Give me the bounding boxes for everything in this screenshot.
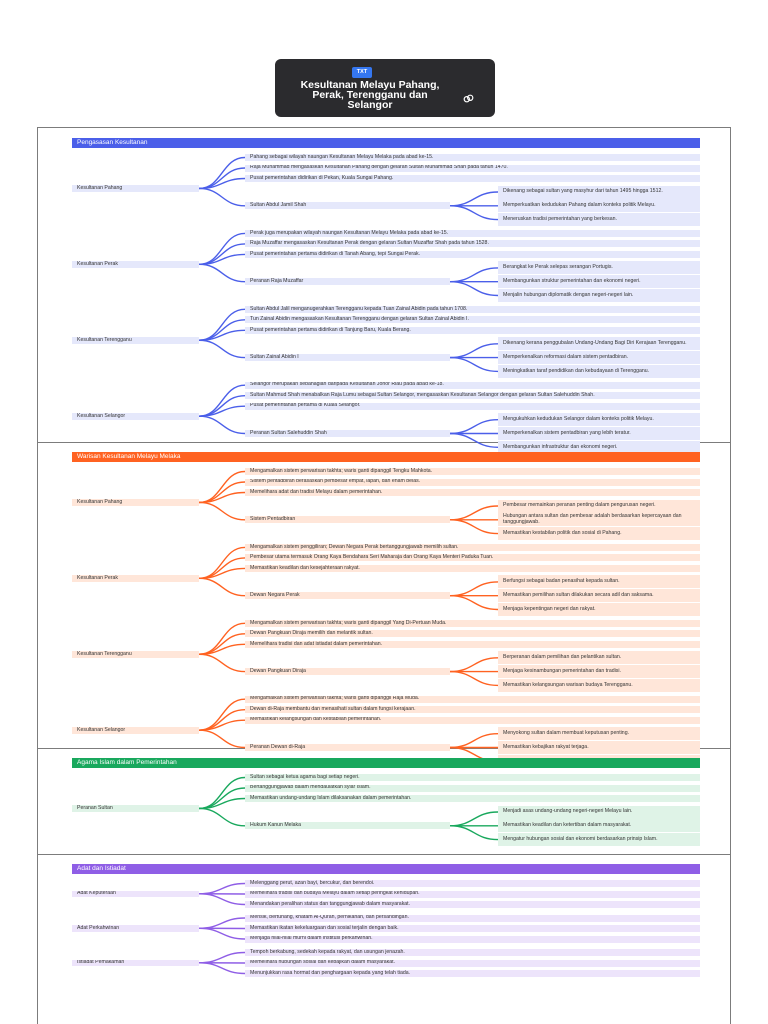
mindmap-item: Memelihara adat dan tradisi Melayu dalam…	[245, 489, 700, 496]
file-type-badge: TXT	[352, 67, 372, 78]
mindmap-leaf: Memastikan keadilan dan ketertiban dalam…	[498, 819, 700, 833]
mindmap-leaf: Berfungsi sebagai badan penasihat kepada…	[498, 575, 700, 589]
mindmap-item: Menunjukkan rasa hormat dan penghargaan …	[245, 970, 700, 977]
mindmap-frame	[37, 127, 731, 1024]
mindmap-item: Sultan sebagai ketua agama bagi setiap n…	[245, 774, 700, 781]
mindmap-leaf: Memastikan pemilihan sultan dilakukan se…	[498, 589, 700, 603]
mindmap-item: Mengamalkan sistem perwarisan takhta; wa…	[245, 619, 700, 627]
mindmap-group: Kesultanan Perak	[72, 261, 199, 268]
mindmap-leaf: Menjalin hubungan diplomatik dengan nege…	[498, 289, 700, 302]
mindmap-item: Menjaga nilai-nilai murni dalam institus…	[245, 935, 700, 943]
mindmap-item: Dewan di-Raja membantu dan menasihati su…	[245, 706, 700, 714]
section-header-warisan: Warisan Kesultanan Melayu Melaka	[72, 452, 700, 462]
mindmap-subtopic: Dewan Negara Perak	[245, 592, 450, 600]
mindmap-leaf: Dikenang sebagai sultan yang masyhur dar…	[498, 185, 700, 199]
mindmap-leaf: Meningkatkan taraf pendidikan dan kebuda…	[498, 364, 700, 378]
document-title: Kesultanan Melayu Pahang, Perak, Terengg…	[300, 79, 440, 111]
mindmap-subtopic: Peranan Sultan Salehuddin Shah	[245, 430, 450, 437]
mindmap-subtopic: Sultan Zainal Abidin I	[245, 354, 450, 362]
mindmap-leaf: Memperkenalkan reformasi dalam sistem pe…	[498, 351, 700, 365]
mindmap-leaf: Meneruskan tradisi pemerintahan yang ber…	[498, 213, 700, 227]
mindmap-item: Memastikan undang-undang Islam dilaksana…	[245, 795, 700, 802]
mindmap-item: Pusat pemerintahan pertama didirikan di …	[245, 326, 700, 334]
mindmap-leaf: Memastikan kestabilan politik dan sosial…	[498, 527, 700, 541]
mindmap-item: Memastikan ikatan kekeluargaan dan sosia…	[245, 925, 700, 932]
mindmap-leaf: Mengukuhkan kedudukan Selangor dalam kon…	[498, 413, 700, 427]
mindmap-group: Kesultanan Pahang	[72, 499, 199, 506]
section-header-agama: Agama Islam dalam Pemerintahan	[72, 758, 700, 768]
section-divider	[37, 854, 731, 855]
mindmap-item: Pusat pemerintahan didirikan di Pekan, K…	[245, 175, 700, 182]
mindmap-leaf: Menjaga kepentingan negeri dan rakyat.	[498, 603, 700, 616]
mindmap-item: Raja Muzaffar mengasaskan Kesultanan Per…	[245, 240, 700, 248]
mindmap-subtopic: Peranan Dewan di-Raja	[245, 744, 450, 751]
mindmap-group: Kesultanan Terengganu	[72, 651, 199, 658]
mindmap-item: Pahang sebagai wilayah naungan Kesultana…	[245, 154, 700, 161]
mindmap-item: Memelihara hubungan sosial dan kebajikan…	[245, 959, 700, 967]
mindmap-group: Istiadat Pemakaman	[72, 959, 199, 967]
mindmap-group: Kesultanan Selangor	[72, 413, 199, 420]
mindmap-subtopic: Hukum Kanun Melaka	[245, 822, 450, 830]
mindmap-item: Memelihara tradisi dan adat istiadat dal…	[245, 640, 700, 648]
section-divider	[37, 442, 731, 443]
mindmap-item: Sultan Abdul Jalil menganugerahkan Teren…	[245, 305, 700, 313]
mindmap-leaf: Hubungan antara sultan dan pembesar adal…	[498, 513, 700, 527]
mindmap-item: Pusat pemerintahan pertama di Kuala Sela…	[245, 402, 700, 410]
link-icon[interactable]	[463, 93, 474, 104]
mindmap-item: Memelihara tradisi dan budaya Melayu dal…	[245, 890, 700, 898]
mindmap-leaf: Mengatur hubungan sosial dan ekonomi ber…	[498, 833, 700, 847]
mindmap-item: Memastikan kelangsungan dan kestabilan p…	[245, 716, 700, 724]
mindmap-leaf: Dikenang kerana penggubalan Undang-Undan…	[498, 337, 700, 351]
section-header-pengasasan: Pengasasan Kesultanan	[72, 138, 700, 148]
mindmap-item: Memastikan keadilan dan kesejahteraan ra…	[245, 564, 700, 572]
mindmap-subtopic: Sultan Abdul Jamil Shah	[245, 202, 450, 210]
mindmap-item: Tun Zainal Abidin mengasaskan Kesultanan…	[245, 316, 700, 324]
mindmap-group: Adat Keputeraan	[72, 890, 199, 898]
mindmap-item: Menandakan peralihan status dan tanggung…	[245, 901, 700, 908]
mindmap-item: Pembesar utama termasuk Orang Kaya Benda…	[245, 554, 700, 562]
mindmap-item: Tempoh berkabung, sedekah kepada rakyat,…	[245, 949, 700, 956]
mindmap-subtopic: Peranan Raja Muzaffar	[245, 278, 450, 286]
mindmap-item: Sultan Mahmud Shah menabalkan Raja Lumu …	[245, 392, 700, 400]
mindmap-item: Mengamalkan sistem perwarisan takhta; wa…	[245, 695, 700, 703]
mindmap-leaf: Berperanan dalam pemilihan dan pelantika…	[498, 651, 700, 665]
mindmap-leaf: Menjadi asas undang-undang negeri-negeri…	[498, 805, 700, 819]
mindmap-leaf: Pembesar memainkan peranan penting dalam…	[498, 499, 700, 513]
section-header-adat: Adat dan Istiadat	[72, 864, 700, 874]
mindmap-subtopic: Dewan Pangkuan Diraja	[245, 668, 450, 676]
mindmap-leaf: Membangunkan infrastruktur dan ekonomi n…	[498, 440, 700, 454]
mindmap-item: Merisik, bertunang, khatam Al-Quran, per…	[245, 914, 700, 922]
mindmap-leaf: Memastikan kebajikan rakyat terjaga.	[498, 741, 700, 754]
mindmap-item: Selangor merupakan sebahagian daripada K…	[245, 381, 700, 389]
mindmap-group: Adat Perkahwinan	[72, 925, 199, 932]
mindmap-item: Mengamalkan sistem perwarisan takhta; wa…	[245, 468, 700, 475]
mindmap-leaf: Menjaga kesinambungan pemerintahan dan t…	[498, 665, 700, 679]
mindmap-item: Melenggang perut, azan bayi, bercukur, d…	[245, 880, 700, 887]
mindmap-item: Sistem pentadbiran berasaskan pembesar e…	[245, 478, 700, 486]
mindmap-group: Kesultanan Perak	[72, 575, 199, 582]
mindmap-group: Kesultanan Terengganu	[72, 337, 199, 344]
mindmap-item: Mengamalkan sistem penggiliran; Dewan Ne…	[245, 543, 700, 551]
mindmap-item: Dewan Pangkuan Diraja memilih dan melant…	[245, 630, 700, 638]
mindmap-leaf: Membangunkan struktur pemerintahan dan e…	[498, 275, 700, 289]
mindmap-item: Pusat pemerintahan pertama didirikan di …	[245, 250, 700, 258]
mindmap-subtopic: Sistem Pentadbiran	[245, 516, 450, 524]
mindmap-leaf: Memperkuatkan kedudukan Pahang dalam kon…	[498, 199, 700, 213]
mindmap-item: Perak juga merupakan wilayah naungan Kes…	[245, 229, 700, 237]
mindmap-leaf: Memperkenalkan sistem pentadbiran yang l…	[498, 427, 700, 440]
mindmap-group: Kesultanan Selangor	[72, 727, 199, 734]
mindmap-group: Peranan Sultan	[72, 805, 199, 812]
mindmap-leaf: Menyokong sultan dalam membuat keputusan…	[498, 727, 700, 741]
mindmap-item: Bertanggungjawab dalam mendaulatkan syia…	[245, 784, 700, 792]
mindmap-item: Raja Muhammad mengasaskan Kesultanan Pah…	[245, 164, 700, 172]
mindmap-leaf: Memastikan kelangsungan warisan budaya T…	[498, 678, 700, 692]
mindmap-leaf: Berangkat ke Perak selepas serangan Port…	[498, 261, 700, 275]
document-banner	[275, 59, 495, 117]
mindmap-group: Kesultanan Pahang	[72, 185, 199, 192]
